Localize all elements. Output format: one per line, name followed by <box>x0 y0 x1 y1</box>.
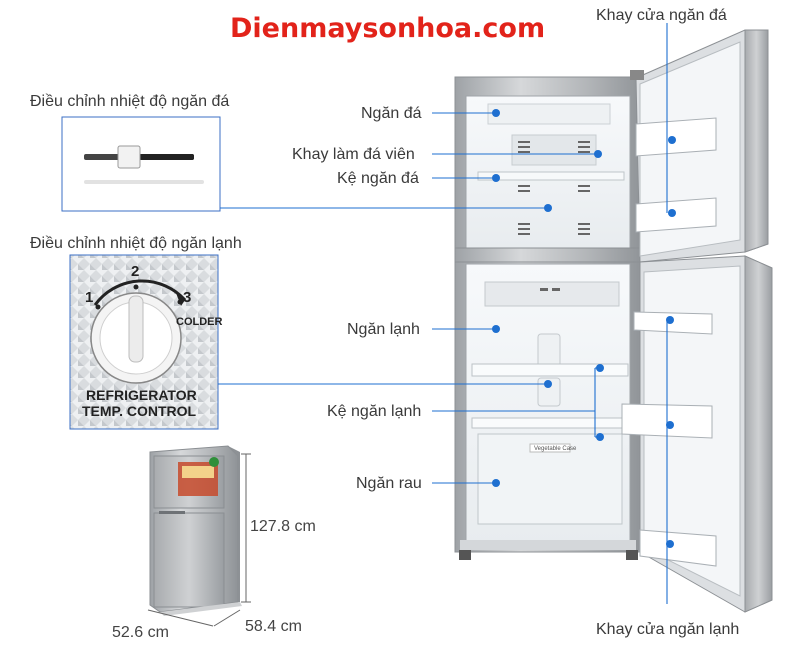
label-freezer-shelf: Kệ ngăn đá <box>337 170 419 187</box>
freezer-door-tray-lower <box>635 197 717 233</box>
label-fridge-door-tray: Khay cửa ngăn lạnh <box>596 621 739 638</box>
fridge-door-tray-1 <box>633 311 713 335</box>
label-crisper: Ngăn rau <box>356 475 422 492</box>
depth-dimension-line <box>213 609 241 627</box>
fridge-door-tray-3 <box>639 529 717 567</box>
dial-number-3: 3 <box>183 289 191 306</box>
ice-tray <box>511 134 597 166</box>
label-fridge-shelf: Kệ ngăn lạnh <box>327 403 421 420</box>
label-freezer-door-tray: Khay cửa ngăn đá <box>596 7 727 24</box>
fridge-control-housing <box>484 281 620 307</box>
fridge-thumbnail <box>149 445 242 616</box>
freezer-shelf <box>477 171 625 181</box>
label-fridge: Ngăn lạnh <box>347 321 420 338</box>
freezer-temp-panel <box>61 116 221 212</box>
freezer-slider-knob <box>117 145 141 169</box>
height-dimension: 127.8 cm <box>250 518 316 535</box>
label-ice-tray: Khay làm đá viên <box>292 146 415 163</box>
dial-caption-1: REFRIGERATOR <box>86 387 197 403</box>
vegetable-case-tag: Vegetable Case <box>534 446 577 452</box>
dial-caption-2: TEMP. CONTROL <box>82 403 197 419</box>
freezer-door-tray-upper <box>635 117 717 157</box>
fridge-temp-label: Điều chỉnh nhiệt độ ngăn lạnh <box>30 235 242 252</box>
brand-title: Dienmaysonhoa.com <box>230 13 545 44</box>
callout-lines <box>218 23 676 604</box>
depth-dimension: 58.4 cm <box>245 618 302 635</box>
dial-number-2: 2 <box>131 263 139 280</box>
dial-colder: COLDER <box>176 316 223 328</box>
dial-number-1: 1 <box>85 289 93 306</box>
fridge-shelf-lower <box>471 417 629 429</box>
fridge-temp-panel: 1 2 3 COLDER REFRIGERATOR TEMP. CONTROL <box>69 254 223 430</box>
width-dimension: 52.6 cm <box>112 624 169 641</box>
fridge-shelf-upper <box>471 363 629 377</box>
fridge-main: Vegetable Case <box>454 29 773 613</box>
width-dimension-line <box>147 609 214 627</box>
freezer-temp-label: Điều chỉnh nhiệt độ ngăn đá <box>30 93 229 110</box>
label-freezer: Ngăn đá <box>361 105 422 122</box>
thumb-fridge-door <box>153 512 225 608</box>
